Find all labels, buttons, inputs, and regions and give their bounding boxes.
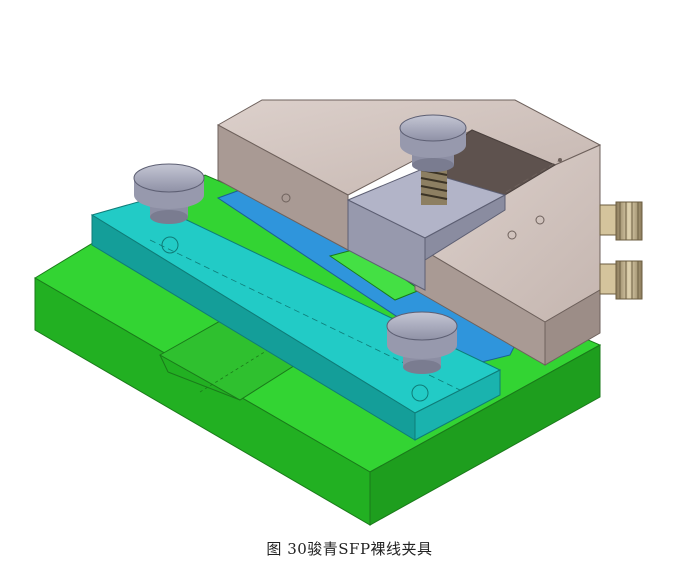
housing-right-side (544, 289, 601, 366)
sma-connector-upper (599, 201, 643, 241)
housing-block (216, 99, 602, 366)
clamp-bar-side (414, 369, 501, 441)
base-plate-side (369, 344, 601, 526)
knob-top-left[interactable] (133, 163, 205, 224)
sma-connector-lower (599, 260, 643, 300)
figure-caption: 图 30骏青SFP裸线夹具 (266, 540, 433, 558)
sfp-fixture-cad-illustration (34, 99, 643, 526)
spring (420, 165, 448, 205)
knob-bottom[interactable] (386, 311, 458, 374)
slider-front (347, 199, 426, 291)
slider-side (424, 194, 506, 261)
knob-top-right[interactable] (399, 114, 467, 172)
clamp-bar (90, 199, 502, 441)
